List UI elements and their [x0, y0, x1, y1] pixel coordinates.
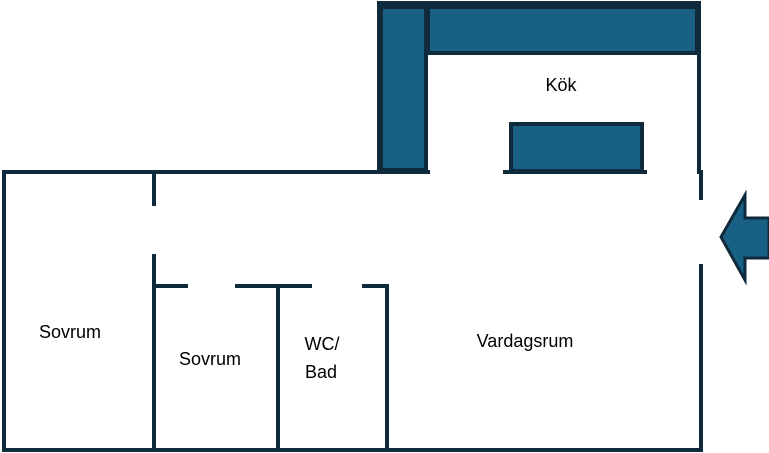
room-label-bedroom-large: Sovrum — [39, 322, 101, 342]
room-label-living-room: Vardagsrum — [477, 331, 574, 351]
entrance-arrow-icon — [719, 189, 769, 286]
outer-walls — [2, 170, 703, 452]
room-label-kitchen: Kök — [545, 75, 577, 95]
kitchen-counter-left — [379, 5, 428, 172]
room-label-bathroom-line2: Bad — [305, 362, 337, 382]
interior-walls — [152, 170, 389, 452]
kitchen-counter-top — [426, 5, 699, 55]
room-label-bedroom-small: Sovrum — [179, 349, 241, 369]
kitchen-island — [509, 122, 644, 173]
room-label-bathroom-line1: WC/ — [305, 334, 340, 354]
